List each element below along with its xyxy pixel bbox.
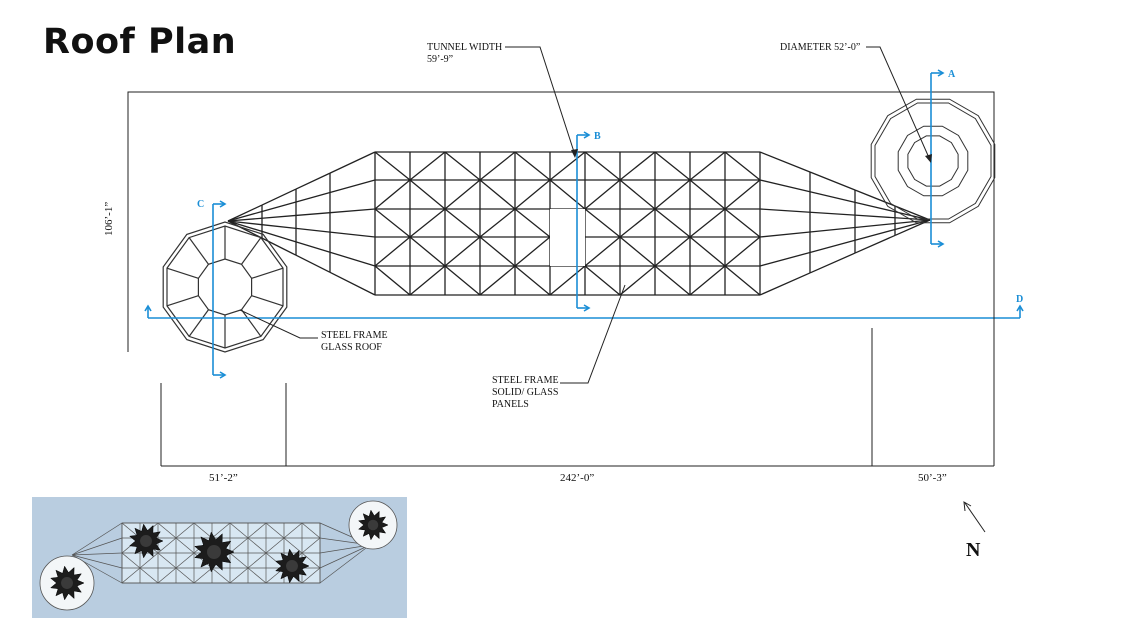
section-c-line — [212, 200, 227, 379]
steel-panels-label-1: STEEL FRAME — [492, 375, 559, 386]
diameter-label: DIAMETER 52’-0” — [780, 42, 860, 53]
dimension-lines — [160, 262, 995, 467]
steel-panels-label-2: SOLID/ GLASS — [492, 387, 558, 398]
tunnel-width-label: TUNNEL WIDTH — [427, 42, 502, 53]
section-d-label: D — [1016, 294, 1023, 305]
section-a-line — [930, 69, 945, 248]
section-d-line — [144, 304, 1024, 319]
north-arrow-icon — [963, 501, 986, 533]
north-label: N — [966, 539, 981, 561]
steel-glass-label-1: STEEL FRAME — [321, 330, 388, 341]
steel-panels-label-3: PANELS — [492, 399, 529, 410]
left-dome — [162, 221, 288, 353]
dimension-right: 50’-3” — [918, 472, 947, 484]
tree-icon — [275, 548, 310, 584]
section-a-label: A — [948, 69, 956, 80]
tree-icon — [357, 509, 389, 541]
section-b-label: B — [594, 131, 601, 142]
rendered-view — [32, 497, 407, 618]
tree-icon — [50, 565, 85, 601]
tunnel-structure — [227, 151, 931, 296]
tree-icon — [129, 523, 164, 559]
tree-icon — [194, 531, 235, 573]
dimension-middle: 242’-0” — [560, 472, 594, 484]
dimension-height: 106’-1” — [103, 202, 115, 236]
steel-glass-label-2: GLASS ROOF — [321, 342, 382, 353]
leader-arrow — [571, 149, 578, 158]
section-b-line — [576, 131, 591, 312]
tunnel-width-value: 59’-9” — [427, 54, 453, 65]
right-dome — [870, 98, 996, 224]
page-title: Roof Plan — [43, 22, 237, 62]
leader-arrow — [925, 154, 932, 163]
dimension-left: 51’-2” — [209, 472, 238, 484]
leader-lines — [239, 46, 931, 384]
section-c-label: C — [197, 199, 204, 210]
site-boundary — [127, 91, 995, 352]
